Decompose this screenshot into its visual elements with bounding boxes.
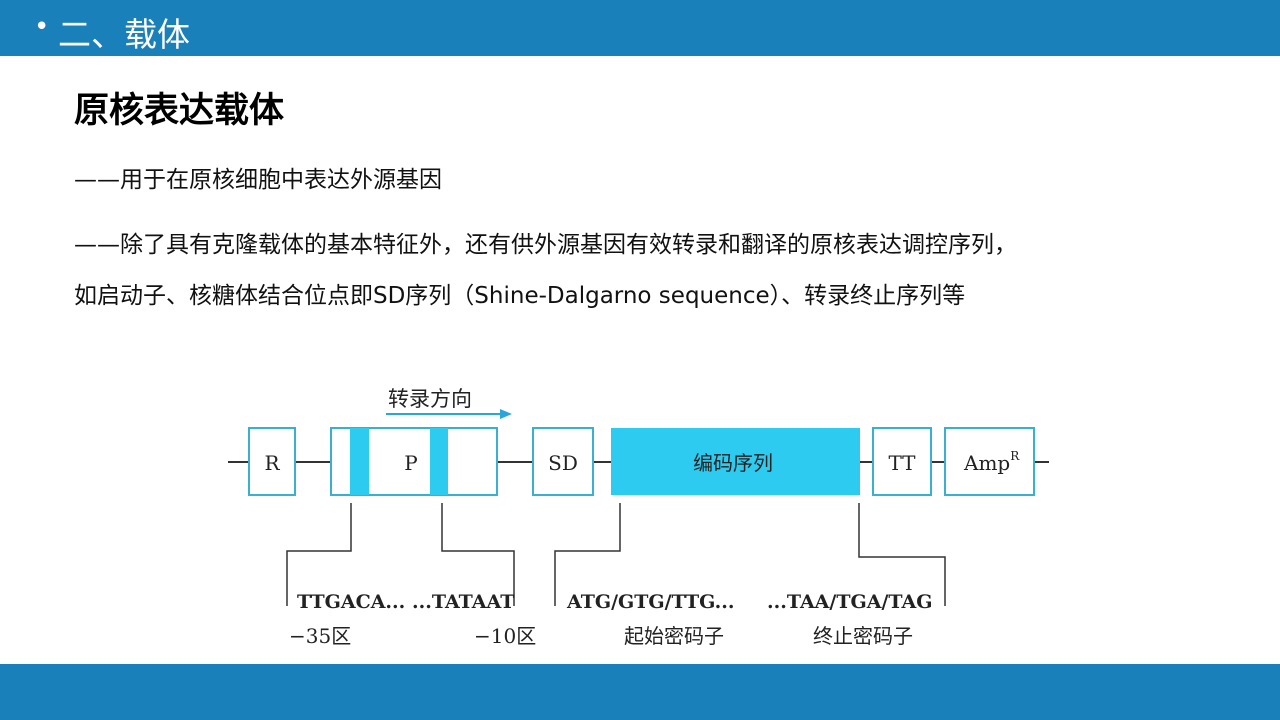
direction-label: 转录方向 — [388, 387, 472, 411]
amp-text: Amp — [963, 451, 1010, 475]
bullet: • — [34, 12, 50, 42]
header-bar: • 二、载体 — [0, 0, 1280, 56]
tt-label: TT — [888, 451, 916, 475]
text-line-1: ——用于在原核细胞中表达外源基因 — [74, 167, 442, 193]
tt-box — [872, 427, 932, 496]
slide-section-title: 二、载体 — [58, 15, 190, 54]
stop-codon-sequence: ...TAA/TGA/TAG — [767, 591, 932, 613]
sd-label: SD — [548, 451, 578, 475]
sd-box — [532, 427, 594, 496]
amp-superscript: R — [1010, 449, 1020, 463]
ampr-label: AmpR — [963, 449, 1020, 475]
footer-bar — [0, 664, 1280, 720]
minus35-sequence: TTGACA... — [297, 591, 405, 613]
direction-arrow — [386, 409, 512, 419]
minus10-sequence: ...TATAAT — [412, 591, 514, 613]
minus10-block — [430, 428, 448, 495]
minus35-block — [350, 428, 369, 495]
coding-sequence-box — [611, 428, 860, 495]
p-label: P — [404, 451, 417, 475]
text-line-2: ——除了具有克隆载体的基本特征外，还有供外源基因有效转录和翻译的原核表达调控序列… — [74, 232, 1017, 258]
minus35-callout-line — [286, 503, 352, 606]
minus35-region-label: −35区 — [289, 624, 351, 648]
start-codon-sequence: ATG/GTG/TTG... — [566, 591, 735, 613]
r-label: R — [264, 451, 280, 475]
ampr-box — [944, 427, 1035, 496]
r-box — [248, 427, 296, 496]
stop-callout-line — [858, 503, 946, 606]
minus10-region-label: −10区 — [474, 624, 536, 648]
minus10-callout-line — [441, 503, 515, 606]
coding-sequence-label: 编码序列 — [693, 451, 773, 475]
stop-codon-label: 终止密码子 — [813, 624, 913, 648]
start-codon-label: 起始密码子 — [624, 624, 724, 648]
start-callout-line — [554, 503, 621, 606]
slide-heading: 原核表达载体 — [74, 91, 285, 131]
text-line-3: 如启动子、核糖体结合位点即SD序列（Shine-Dalgarno sequenc… — [74, 283, 966, 309]
